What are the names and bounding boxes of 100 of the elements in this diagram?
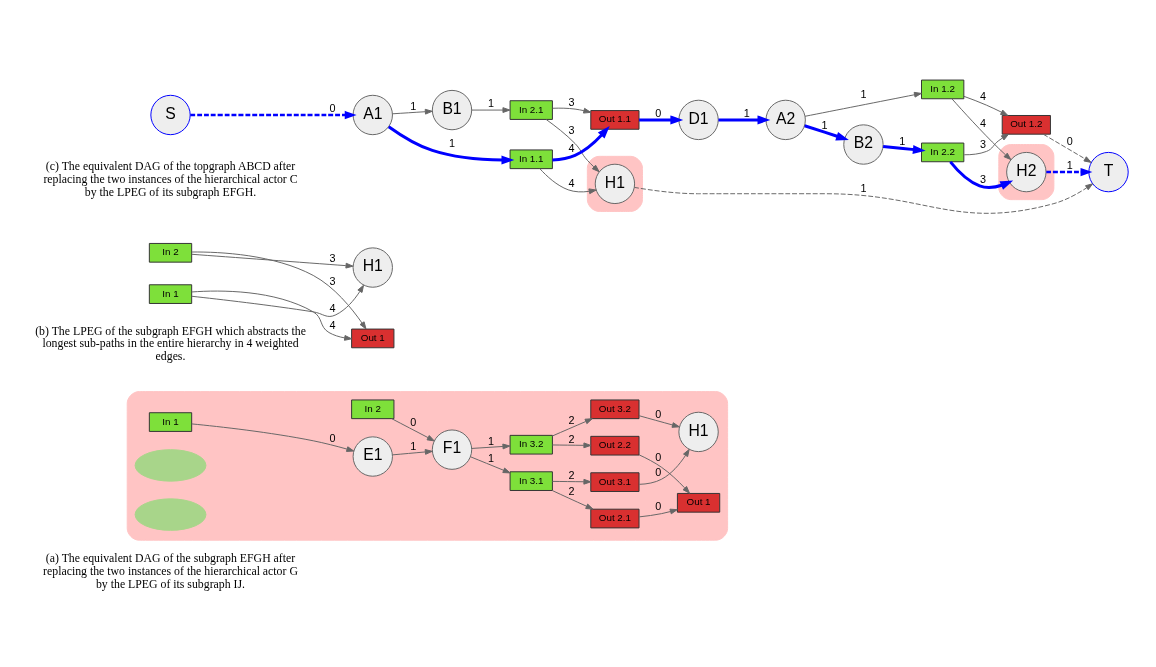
node-circle: D1 xyxy=(678,99,719,141)
node-circle: H1 xyxy=(678,411,719,453)
arrow xyxy=(551,478,592,485)
arrow xyxy=(191,423,355,452)
node-circle: E1 xyxy=(352,436,393,477)
arrow xyxy=(392,108,433,115)
label: (c) The equivalent DAG of the topgraph ABCD after replacing the two instances of the hierarchical actor C by the LPEG of its subgraph EFGH. xyxy=(43,159,298,199)
edge-label: 1 xyxy=(487,96,494,109)
arrow xyxy=(387,125,515,165)
node-box: In 1 xyxy=(148,412,193,432)
edge-label: 4 xyxy=(329,319,336,332)
label: (a) The equivalent DAG of the subgraph EFGH after replacing the two instances of the hierarchical actor G by the LPEG of its subgraph IJ. xyxy=(43,550,298,591)
arrow xyxy=(471,107,511,113)
edge-label: 0 xyxy=(655,407,662,420)
arrow xyxy=(1046,167,1093,177)
node-box: Out 3.1 xyxy=(590,472,640,492)
arrow xyxy=(963,95,1009,116)
node-box: In 2.2 xyxy=(921,142,965,163)
node-circle: F1 xyxy=(431,429,473,470)
node-circle: H2 xyxy=(1006,151,1047,193)
node-circle: T xyxy=(1088,151,1129,193)
node-box: Out 2.2 xyxy=(590,435,640,456)
edge-label: 0 xyxy=(655,106,662,119)
node-ellipse xyxy=(134,449,207,482)
arrow xyxy=(191,251,367,330)
arrow xyxy=(552,107,592,114)
edge-label: 3 xyxy=(568,124,575,137)
arrow xyxy=(545,118,600,173)
edge-label: 3 xyxy=(980,172,987,185)
arrow xyxy=(804,91,922,117)
arrow xyxy=(471,443,511,450)
arrow xyxy=(638,415,680,428)
edge-label: 0 xyxy=(655,466,662,479)
arrow xyxy=(392,449,433,456)
arrow xyxy=(949,160,1014,190)
edge-label: 3 xyxy=(980,138,987,151)
arrow xyxy=(638,508,678,518)
edge-label: 1 xyxy=(860,88,867,101)
arrow xyxy=(551,442,592,449)
arrow xyxy=(539,168,597,195)
edge-label: 0 xyxy=(410,415,417,428)
edge-label: 2 xyxy=(568,468,575,481)
node-box: In 1.1 xyxy=(509,149,553,170)
edge-label: 1 xyxy=(410,99,417,112)
edge-label: 2 xyxy=(568,413,575,426)
edge-label: 4 xyxy=(568,142,575,155)
arrow xyxy=(638,448,690,485)
edge-label: 1 xyxy=(899,135,906,148)
edge-label: 4 xyxy=(568,176,575,189)
node-circle: H1 xyxy=(352,247,393,288)
edge-label: 4 xyxy=(329,301,336,314)
arrow xyxy=(391,418,435,442)
arrow xyxy=(804,124,849,141)
node-circle: B1 xyxy=(431,89,473,131)
arrow xyxy=(191,284,364,317)
node-box: In 2 xyxy=(351,399,395,420)
edge-label: 1 xyxy=(487,434,494,447)
arrow xyxy=(552,125,610,162)
edge-label: 4 xyxy=(980,116,987,129)
arrow xyxy=(639,115,684,125)
arrow xyxy=(882,144,926,154)
node-box: Out 2.1 xyxy=(590,508,640,529)
node-circle: S xyxy=(150,94,191,136)
arrow xyxy=(718,115,771,125)
node-box: In 1 xyxy=(148,284,193,304)
node-circle: A2 xyxy=(765,99,806,141)
edge-label: 1 xyxy=(410,440,417,453)
edge-label: 1 xyxy=(860,181,867,194)
node-box: In 3.2 xyxy=(509,434,553,455)
arrow xyxy=(638,454,690,494)
cluster xyxy=(126,391,729,541)
node-ellipse xyxy=(134,498,207,531)
arrow xyxy=(551,490,594,510)
arrow xyxy=(190,110,357,120)
node-box: Out 1.2 xyxy=(1001,115,1051,135)
node-circle: A1 xyxy=(352,94,393,136)
node-circle: B2 xyxy=(843,124,884,165)
arrow xyxy=(951,98,1012,161)
edge-label: 2 xyxy=(568,432,575,445)
node-box: Out 3.2 xyxy=(590,399,640,420)
edge-label: 1 xyxy=(487,452,494,465)
edge-label: 1 xyxy=(821,118,828,131)
edge-label: 3 xyxy=(329,275,336,288)
arrow xyxy=(191,253,354,269)
node-box: Out 1 xyxy=(351,328,395,349)
arrow xyxy=(191,290,353,341)
arrow xyxy=(470,456,511,474)
arrow xyxy=(963,133,1009,156)
node-box: Out 1 xyxy=(676,492,721,513)
node-box: In 3.1 xyxy=(509,471,553,491)
arrow xyxy=(551,418,593,437)
edge-label: 0 xyxy=(329,101,336,114)
node-circle: H1 xyxy=(594,163,636,205)
node-box: In 2.1 xyxy=(509,100,553,120)
edge-label: 1 xyxy=(1066,158,1073,171)
edge-label: 1 xyxy=(743,106,750,119)
edge-label: 0 xyxy=(1066,135,1073,148)
node-box: In 1.2 xyxy=(921,79,965,100)
edge-label: 3 xyxy=(568,95,575,108)
edge-label: 0 xyxy=(655,451,662,464)
